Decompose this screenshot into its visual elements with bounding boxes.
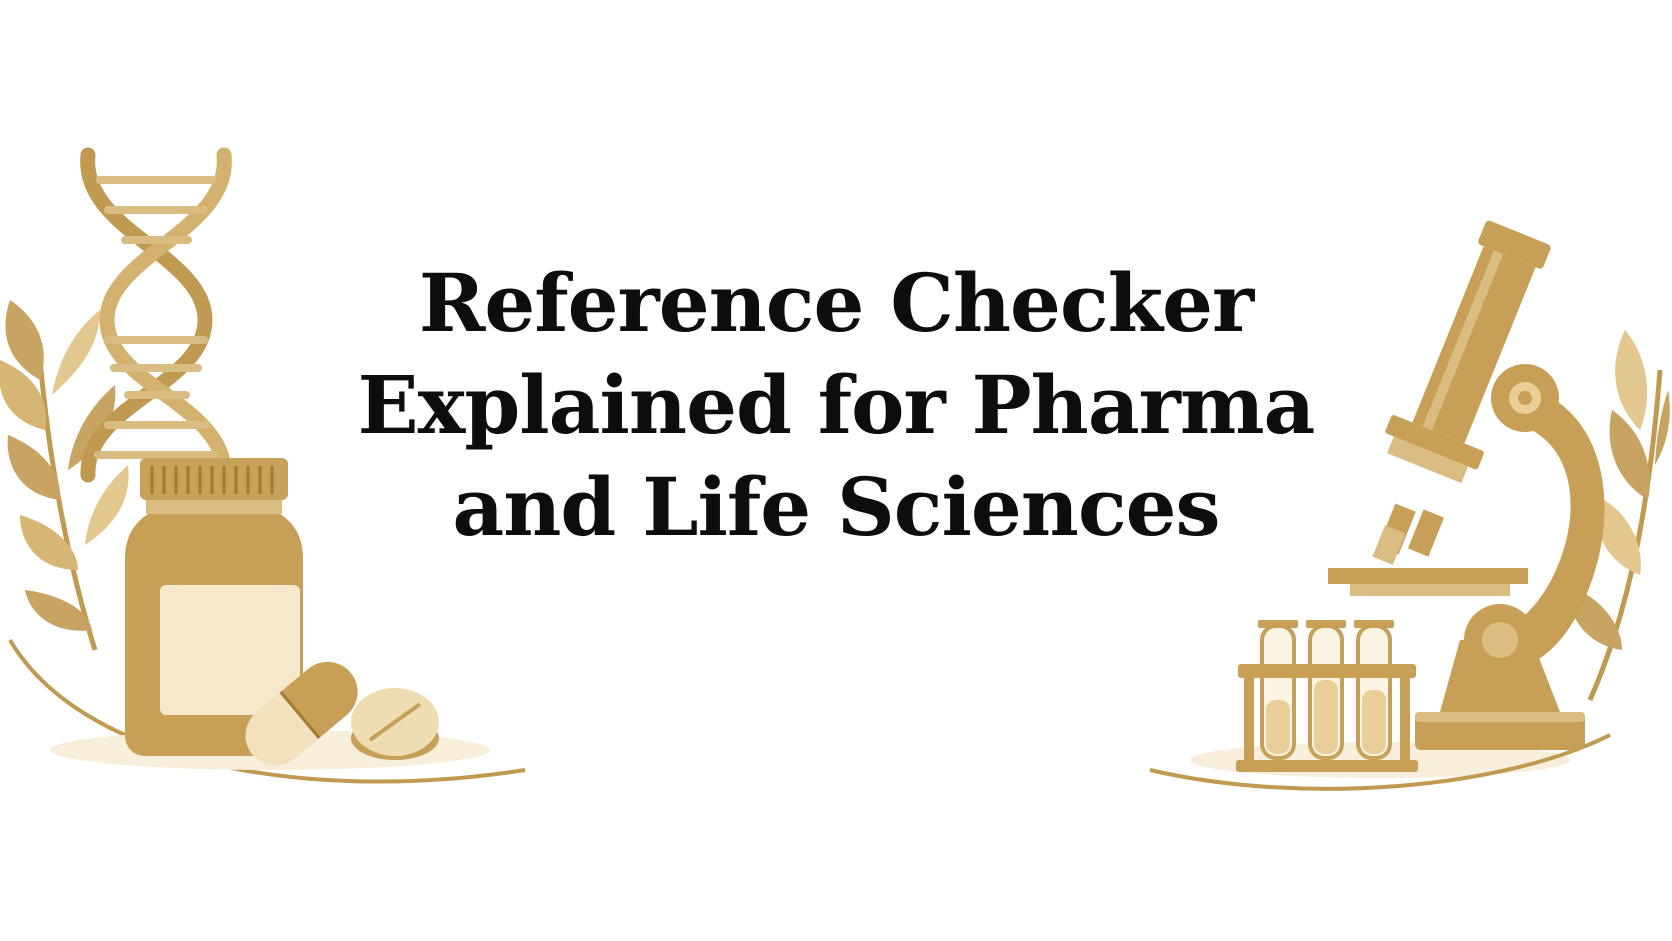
tablet-icon	[351, 688, 439, 760]
page-title: Reference Checker Explained for Pharma a…	[300, 252, 1372, 558]
medicine-bottle-icon	[125, 458, 303, 756]
title-line-1: Reference Checker	[418, 256, 1254, 350]
test-tube-rack-icon	[1236, 620, 1418, 772]
dna-helix-icon	[80, 147, 232, 483]
microscope-icon	[1328, 220, 1605, 750]
title-line-3: and Life Sciences	[452, 460, 1220, 554]
title-line-2: Explained for Pharma	[357, 358, 1316, 452]
capsule-icon	[245, 661, 358, 766]
leaf-branch-left-icon	[0, 300, 129, 651]
